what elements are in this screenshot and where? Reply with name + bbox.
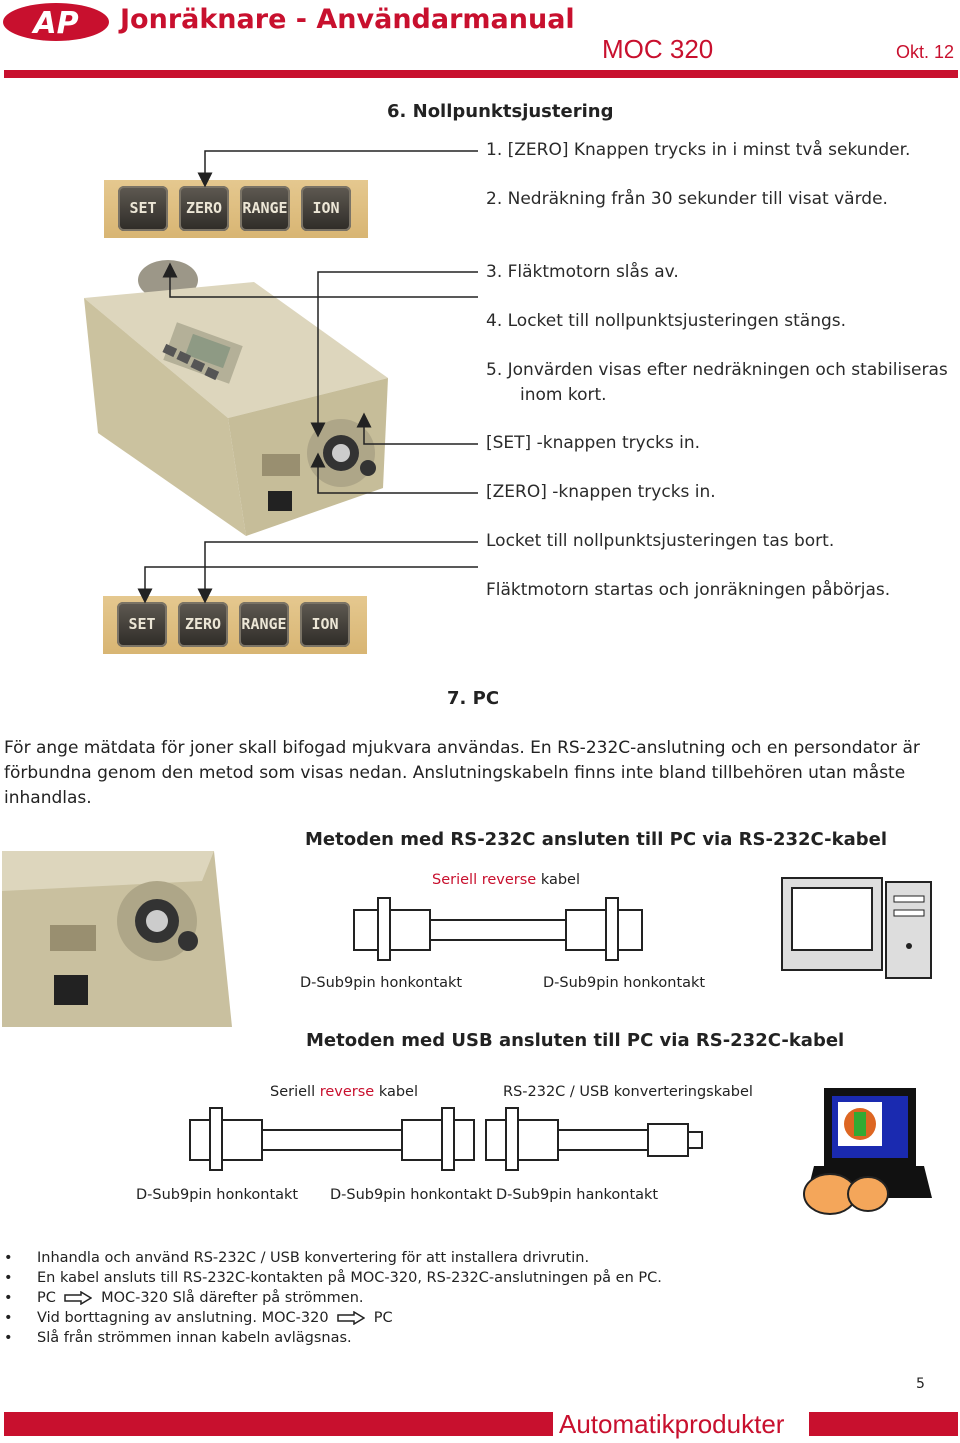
- list-item: • En kabel ansluts till RS-232C-kontakten…: [4, 1268, 904, 1288]
- range-button[interactable]: RANGE: [240, 186, 290, 231]
- cable-label-reverse: reverse: [319, 1084, 375, 1100]
- diagram-2-title: Metoden med USB ansluten till PC via RS-…: [306, 1030, 845, 1051]
- ion-button[interactable]: ION: [301, 186, 351, 231]
- section-7-heading: 7. PC: [447, 688, 500, 709]
- bullet-icon: •: [4, 1310, 13, 1326]
- instruction-list: • Inhandla och använd RS-232C / USB konve…: [4, 1248, 904, 1348]
- diagram-1-left-connector: D-Sub9pin honkontakt: [300, 975, 463, 991]
- cable-label-seriell: Seriell: [432, 872, 478, 888]
- arrow-right-icon: [64, 1290, 93, 1306]
- diagram-2-converter-label: RS-232C / USB konverteringskabel: [503, 1084, 753, 1100]
- step-3: 3. Fläktmotorn slås av.: [486, 262, 679, 282]
- logo-text: AP: [31, 6, 78, 41]
- moc320-back-panel-image: [2, 851, 232, 1027]
- list-item: •Vid borttagning av anslutning. MOC-320 …: [4, 1308, 904, 1328]
- bullet-icon: •: [4, 1270, 13, 1286]
- step-2: 2. Nedräkning från 30 sekunder till visa…: [486, 189, 888, 209]
- step-5: 5. Jonvärden visas efter nedräkningen oc…: [486, 360, 948, 380]
- document-title: Jonräknare - Användarmanual: [120, 4, 575, 35]
- ion-button[interactable]: ION: [300, 602, 350, 647]
- diagram-1-title: Metoden med RS-232C ansluten till PC via…: [305, 829, 887, 850]
- zero-button[interactable]: ZERO: [179, 186, 229, 231]
- bullet-icon: •: [4, 1250, 13, 1266]
- control-panel-top: SET ZERO RANGE ION: [104, 180, 368, 238]
- document-date: Okt. 12: [896, 42, 955, 62]
- list-item: • PC MOC-320 Slå därefter på strömmen.: [4, 1288, 904, 1308]
- footer-company: Automatikprodukter: [553, 1409, 809, 1439]
- page-number: 5: [916, 1376, 925, 1392]
- step-zero: [ZERO] -knappen trycks in.: [486, 482, 716, 502]
- step-fan-start: Fläktmotorn startas och jonräkningen påb…: [486, 580, 891, 600]
- header-divider: [4, 70, 958, 78]
- company-logo: AP: [2, 2, 110, 42]
- bullet-icon: •: [4, 1290, 13, 1306]
- diagram-2-cable-label: Seriell reverse kabel: [270, 1084, 418, 1100]
- serial-cable-diagram-1: [353, 897, 643, 961]
- section-7-paragraph: För ange mätdata för joner skall bifogad…: [4, 738, 920, 808]
- bullet-text-post: PC: [373, 1310, 393, 1326]
- laptop-user-icon: [803, 1088, 932, 1215]
- footer-bar: [4, 1412, 958, 1436]
- bullet-text: En kabel ansluts till RS-232C-kontakten …: [37, 1270, 662, 1286]
- range-button[interactable]: RANGE: [239, 602, 289, 647]
- zero-button[interactable]: ZERO: [178, 602, 228, 647]
- desktop-pc-icon: [781, 877, 932, 979]
- cable-label-seriell: Seriell: [270, 1084, 316, 1100]
- cable-label-reverse: reverse: [481, 872, 537, 888]
- list-item: • Inhandla och använd RS-232C / USB konve…: [4, 1248, 904, 1268]
- diagram-2-connector-1: D-Sub9pin honkontakt: [136, 1187, 299, 1203]
- set-button[interactable]: SET: [117, 602, 167, 647]
- cable-label-kabel: kabel: [378, 1084, 419, 1100]
- bullet-text-pre: Vid borttagning av anslutning. MOC-320: [37, 1310, 329, 1326]
- bullet-text: Slå från strömmen innan kabeln avlägsnas…: [37, 1330, 352, 1346]
- diagram-1-right-connector: D-Sub9pin honkontakt: [543, 975, 706, 991]
- diagram-1-cable-label: Seriell reverse kabel: [432, 872, 580, 888]
- diagram-2-connector-3: D-Sub9pin hankontakt: [496, 1187, 659, 1203]
- serial-usb-cable-diagram-2: [189, 1107, 703, 1171]
- model-name: MOC 320: [602, 34, 714, 64]
- step-set: [SET] -knappen trycks in.: [486, 433, 701, 453]
- bullet-text-pre: PC: [37, 1290, 56, 1306]
- cable-label-kabel: kabel: [540, 872, 581, 888]
- list-item: • Slå från strömmen innan kabeln avlägsna…: [4, 1328, 904, 1348]
- moc320-device-image: [84, 260, 388, 536]
- diagram-2-connector-2: D-Sub9pin honkontakt: [330, 1187, 493, 1203]
- callout-lines: [137, 150, 478, 604]
- bullet-text: Inhandla och använd RS-232C / USB konver…: [37, 1250, 590, 1266]
- bullet-icon: •: [4, 1330, 13, 1346]
- control-panel-bottom: SET ZERO RANGE ION: [103, 596, 367, 654]
- set-button[interactable]: SET: [118, 186, 168, 231]
- step-lid-removed: Locket till nollpunktsjusteringen tas bo…: [486, 531, 835, 551]
- arrow-right-icon: [337, 1310, 366, 1326]
- bullet-text-post: MOC-320 Slå därefter på strömmen.: [101, 1290, 364, 1306]
- section-6-heading: 6. Nollpunktsjustering: [387, 101, 614, 122]
- step-1: 1. [ZERO] Knappen trycks in i minst två …: [486, 140, 911, 160]
- step-4: 4. Locket till nollpunktsjusteringen stä…: [486, 311, 847, 331]
- step-5-cont: inom kort.: [520, 385, 607, 405]
